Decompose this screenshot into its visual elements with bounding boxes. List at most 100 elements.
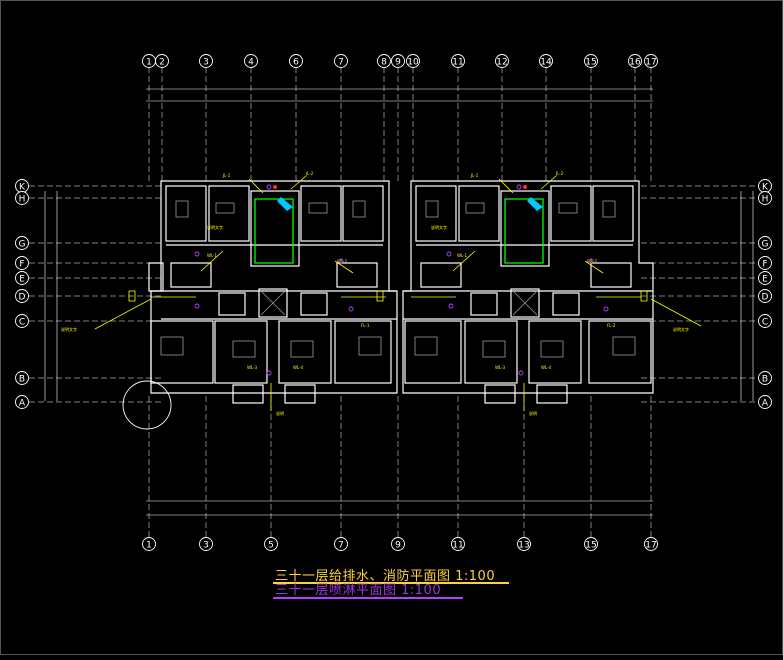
svg-text:FL-2: FL-2 <box>607 323 616 328</box>
top-axis-6-bubble <box>289 54 303 68</box>
bottom-axis-3-label: 3 <box>203 540 209 550</box>
svg-text:WL-3: WL-3 <box>247 365 258 370</box>
right-axis-F-bubble <box>758 256 772 270</box>
subtitle-underline <box>273 597 463 599</box>
building-walls-right <box>402 180 654 404</box>
top-axis-1-label: 1 <box>146 57 152 67</box>
left-axis-B-label: B <box>19 374 25 384</box>
top-axis-15-bubble <box>584 54 598 68</box>
top-axis-9-bubble <box>391 54 405 68</box>
right-axis-D-bubble <box>758 289 772 303</box>
right-axis-K-label: K <box>762 182 769 192</box>
right-axis-A-bubble <box>758 395 772 409</box>
top-axis-2-label: 2 <box>159 57 165 67</box>
svg-text:JL-2: JL-2 <box>555 171 564 176</box>
sprinkler-marks <box>194 184 609 376</box>
bottom-axis-17-bubble <box>644 537 658 551</box>
svg-text:说明: 说明 <box>529 410 537 416</box>
top-axis-8-bubble <box>377 54 391 68</box>
left-axis-B-bubble <box>15 371 29 385</box>
right-axis-B-bubble <box>758 371 772 385</box>
bottom-axis-15-label: 15 <box>585 540 596 550</box>
bottom-axis-13-label: 13 <box>518 540 529 550</box>
title-underline <box>273 582 509 584</box>
drawing-title: 三十一层给排水、消防平面图 1:100 <box>275 569 496 584</box>
top-axis-10-bubble <box>406 54 420 68</box>
svg-text:说明文字: 说明文字 <box>431 224 447 230</box>
top-axis-14-label: 14 <box>540 57 552 67</box>
bottom-axis-13-bubble <box>517 537 531 551</box>
dimension-lines <box>44 88 754 516</box>
bottom-axis-5-label: 5 <box>268 540 274 550</box>
left-axis-F-bubble <box>15 256 29 270</box>
left-axis-H-label: H <box>19 194 26 204</box>
svg-text:WL-1: WL-1 <box>457 253 468 258</box>
left-axis-D-label: D <box>19 292 26 302</box>
top-axis-7-label: 7 <box>338 57 344 67</box>
left-axis-D-bubble <box>15 289 29 303</box>
left-axis-G-label: G <box>19 239 26 249</box>
top-axis-12-label: 12 <box>496 57 507 67</box>
bottom-axis-11-bubble <box>451 537 465 551</box>
top-axis-15-label: 15 <box>585 57 596 67</box>
bottom-axis-15-bubble <box>584 537 598 551</box>
svg-text:WL-1: WL-1 <box>207 253 218 258</box>
top-axis-17-bubble <box>644 54 658 68</box>
bottom-axis-9-bubble <box>391 537 405 551</box>
top-axis-11-label: 11 <box>452 57 463 67</box>
top-axis-4-label: 4 <box>248 57 254 67</box>
left-axis-C-bubble <box>15 314 29 328</box>
right-axis-D-label: D <box>762 292 769 302</box>
bottom-axis-5-bubble <box>264 537 278 551</box>
svg-text:WL-3: WL-3 <box>495 365 506 370</box>
right-axis-F-label: F <box>762 259 767 269</box>
top-axis-17-label: 17 <box>645 57 656 67</box>
right-axis-B-label: B <box>762 374 768 384</box>
top-axis-3-label: 3 <box>203 57 209 67</box>
top-axis-14-bubble <box>539 54 553 68</box>
top-axis-8-label: 8 <box>381 57 387 67</box>
bottom-axis-1-bubble <box>142 537 156 551</box>
bottom-axis-3-bubble <box>199 537 213 551</box>
right-axis-G-label: G <box>762 239 769 249</box>
left-axis-H-bubble <box>15 191 29 205</box>
svg-text:说明文字: 说明文字 <box>61 326 77 332</box>
svg-text:说明文字: 说明文字 <box>207 224 223 230</box>
right-axis-A-label: A <box>762 398 769 408</box>
svg-text:WL-2: WL-2 <box>337 259 348 264</box>
svg-text:JL-2: JL-2 <box>305 171 314 176</box>
top-axis-11-bubble <box>451 54 465 68</box>
svg-text:说明文字: 说明文字 <box>673 326 689 332</box>
accent-marks <box>273 185 543 211</box>
top-axis-16-bubble <box>628 54 642 68</box>
top-axis-10-label: 10 <box>407 57 419 67</box>
bottom-axis-9-label: 9 <box>395 540 401 550</box>
right-axis-H-label: H <box>762 194 769 204</box>
svg-text:WL-4: WL-4 <box>293 365 304 370</box>
top-axis-9-label: 9 <box>395 57 401 67</box>
svg-text:说明: 说明 <box>276 410 284 416</box>
top-axis-6-label: 6 <box>293 57 299 67</box>
svg-text:FL-1: FL-1 <box>361 323 370 328</box>
left-axis-E-label: E <box>19 274 25 284</box>
bottom-axis-7-label: 7 <box>338 540 344 550</box>
building-walls-left <box>148 180 398 404</box>
svg-text:WL-2: WL-2 <box>587 259 598 264</box>
right-axis-E-label: E <box>762 274 768 284</box>
bottom-axis-7-bubble <box>334 537 348 551</box>
bottom-axis-11-label: 11 <box>452 540 463 550</box>
drawing-subtitle: 三十一层喷淋平面图 1:100 <box>275 583 442 598</box>
right-axis-C-label: C <box>762 317 768 327</box>
bottom-axis-17-label: 17 <box>645 540 656 550</box>
left-axis-E-bubble <box>15 271 29 285</box>
fixtures <box>160 200 636 358</box>
top-axis-7-bubble <box>334 54 348 68</box>
top-axis-4-bubble <box>244 54 258 68</box>
top-axis-12-bubble <box>495 54 509 68</box>
